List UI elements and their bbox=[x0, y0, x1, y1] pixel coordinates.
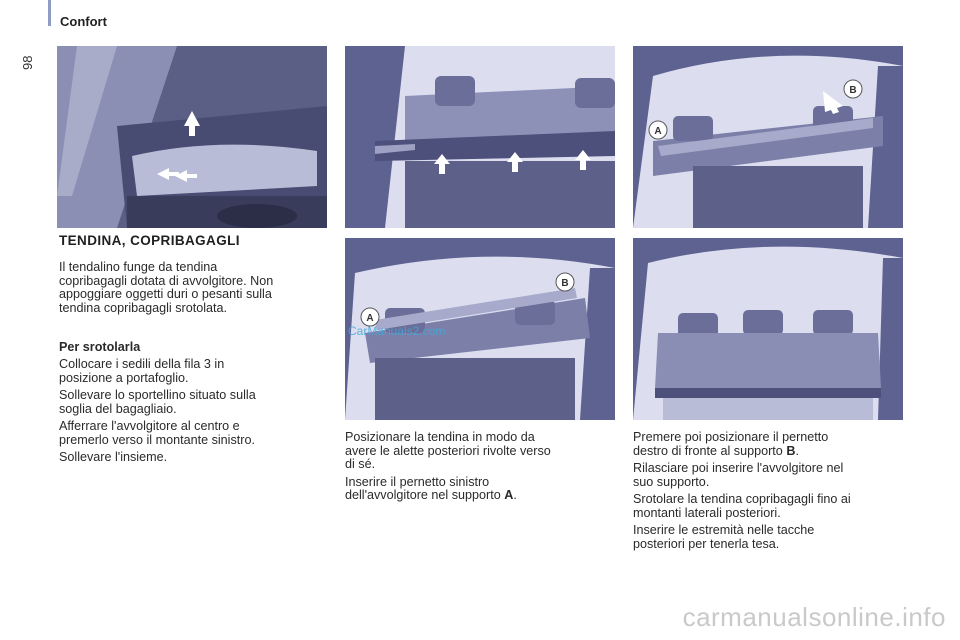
step-item: Posizionare la tendina in modo da avere … bbox=[345, 430, 551, 471]
section-marker-bar bbox=[48, 0, 51, 26]
label-a: A bbox=[366, 313, 373, 324]
intro-line: Il tendalino funge da tendina bbox=[59, 260, 218, 274]
illustration-cover-extended bbox=[633, 238, 903, 420]
steps-right: Premere poi posizionare il pernetto dest… bbox=[633, 430, 903, 555]
watermark: CarManuals2.com bbox=[348, 324, 446, 338]
steps-middle: Posizionare la tendina in modo da avere … bbox=[345, 430, 615, 507]
intro-line: tendina copribagagli srotolata. bbox=[59, 300, 228, 315]
label-b: B bbox=[849, 85, 856, 96]
step-item: Srotolare la tendina copribagagli fino a… bbox=[633, 492, 851, 520]
illustration-trunk-flap bbox=[57, 46, 327, 228]
page-number: 98 bbox=[20, 55, 35, 70]
step-item: Sollevare l'insieme. bbox=[59, 450, 168, 464]
section-heading: TENDINA, COPRIBAGAGLI bbox=[59, 233, 240, 248]
illustration-insert-a: A B bbox=[345, 238, 615, 420]
illustration-lift-roller bbox=[345, 46, 615, 228]
label-b: B bbox=[561, 278, 568, 289]
section-title: Confort bbox=[60, 14, 107, 29]
step-item: Inserire il pernetto sinistro dell'avvol… bbox=[345, 474, 517, 502]
step-item: Rilasciare poi inserire l'avvolgitore ne… bbox=[633, 461, 844, 489]
step-item: Premere poi posizionare il pernetto dest… bbox=[633, 430, 829, 458]
intro-line: appoggiare oggetti duri o pesanti sulla bbox=[59, 287, 272, 301]
illustration-press-b: A B bbox=[633, 46, 903, 228]
intro-paragraph: Il tendalino funge da tendina copribagag… bbox=[59, 260, 329, 319]
subheading: Per srotolarla bbox=[59, 340, 141, 354]
label-a: A bbox=[654, 126, 661, 137]
footer-watermark: carmanualsonline.info bbox=[682, 602, 946, 632]
intro-line: copribagagli dotata di avvolgitore. Non bbox=[59, 273, 274, 288]
